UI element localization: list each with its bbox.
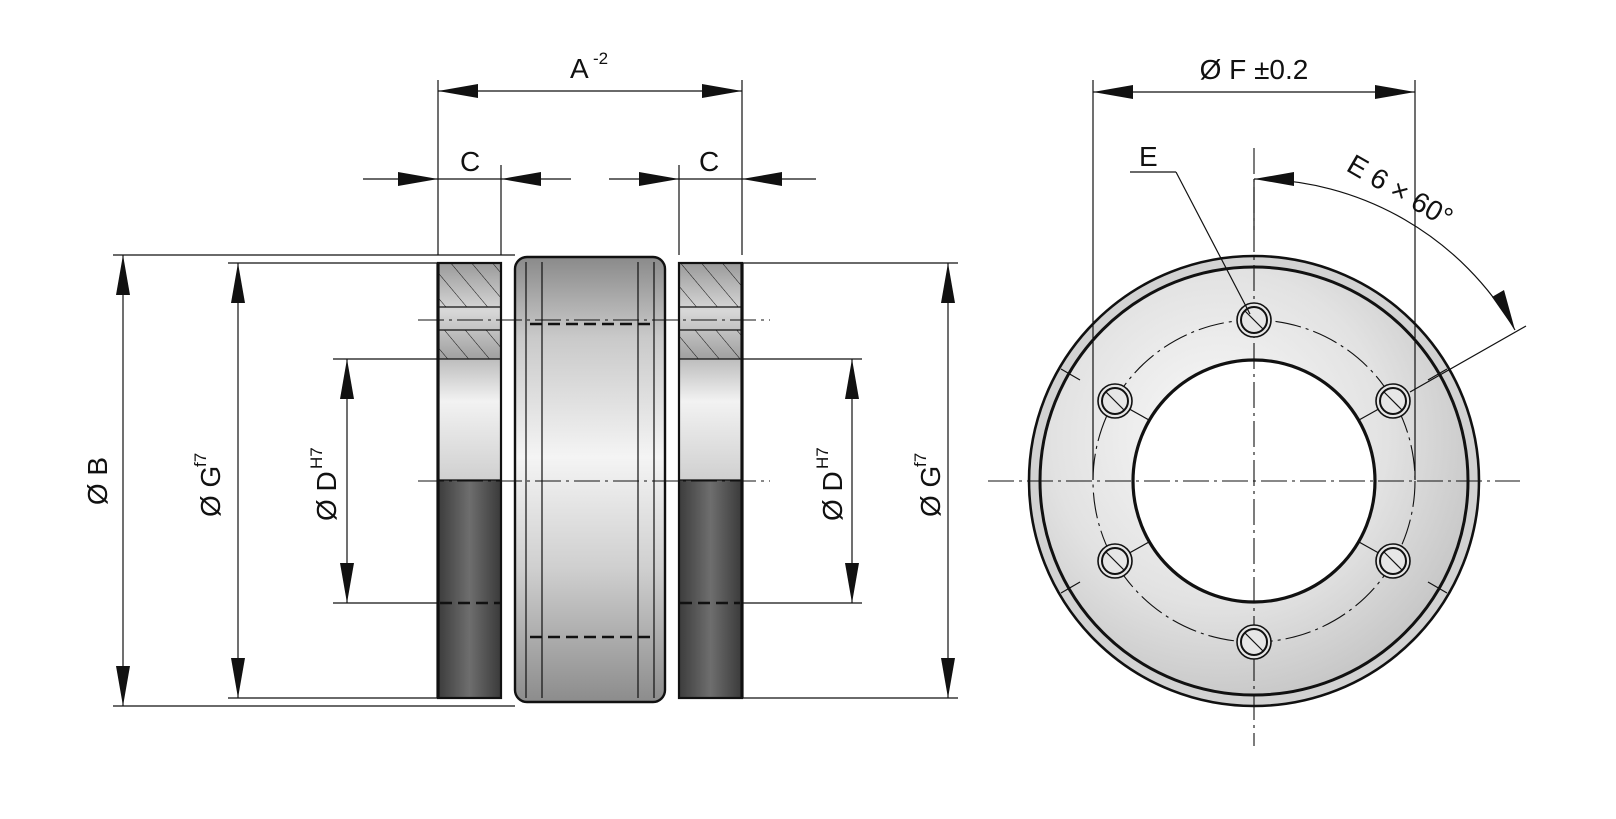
dimension-b: Ø B (82, 255, 130, 706)
svg-text:H7: H7 (307, 447, 326, 469)
dimension-g-left: Ø G f7 (191, 263, 245, 698)
side-view: A -2 C C Ø B (82, 49, 958, 707)
svg-text:f7: f7 (191, 453, 210, 467)
dimension-g-right: Ø G f7 (911, 263, 955, 698)
bolt-hole (1375, 543, 1411, 579)
dimension-a: A -2 (438, 49, 742, 98)
dim-e-label: E (1139, 141, 1158, 172)
svg-text:Ø D: Ø D (311, 471, 342, 521)
dimension-f: Ø F ±0.2 (1092, 54, 1416, 480)
bolt-hole (1097, 383, 1133, 419)
svg-text:Ø D: Ø D (817, 471, 848, 521)
dimension-c-left: C (363, 146, 571, 186)
dim-d-left-label: Ø D H7 (307, 447, 342, 521)
dim-e-pattern-label: E 6 × 60° (1342, 148, 1458, 233)
hub-sleeve (513, 255, 667, 704)
front-view: Ø F ±0.2 E E 6 × 60° (988, 54, 1527, 746)
dim-c-left-label: C (460, 146, 480, 177)
dimension-d-left: Ø D H7 (307, 359, 354, 603)
extension-lines (113, 80, 958, 707)
bolt-hole (1375, 383, 1411, 419)
dim-g-left-label: Ø G f7 (191, 453, 226, 517)
svg-text:f7: f7 (911, 453, 930, 467)
dim-b-label: Ø B (82, 457, 113, 505)
dim-f-label: Ø F ±0.2 (1200, 54, 1309, 85)
dimension-e-leader: E (1130, 141, 1251, 315)
dim-a-tolerance: -2 (593, 49, 608, 68)
dim-g-right-label: Ø G f7 (911, 453, 946, 517)
bolt-hole (1236, 624, 1272, 660)
right-flange (677, 261, 744, 700)
dim-a-symbol: A (570, 53, 589, 84)
bolt-hole (1097, 543, 1133, 579)
svg-text:H7: H7 (813, 447, 832, 469)
dim-d-right-label: Ø D H7 (813, 447, 848, 521)
dimension-d-right: Ø D H7 (813, 359, 859, 603)
dimension-c-right: C (609, 146, 816, 186)
bolt-hole (1236, 302, 1272, 338)
dim-c-right-label: C (699, 146, 719, 177)
bolt-holes (1097, 302, 1411, 660)
svg-text:Ø G: Ø G (915, 466, 946, 517)
svg-text:Ø G: Ø G (195, 466, 226, 517)
